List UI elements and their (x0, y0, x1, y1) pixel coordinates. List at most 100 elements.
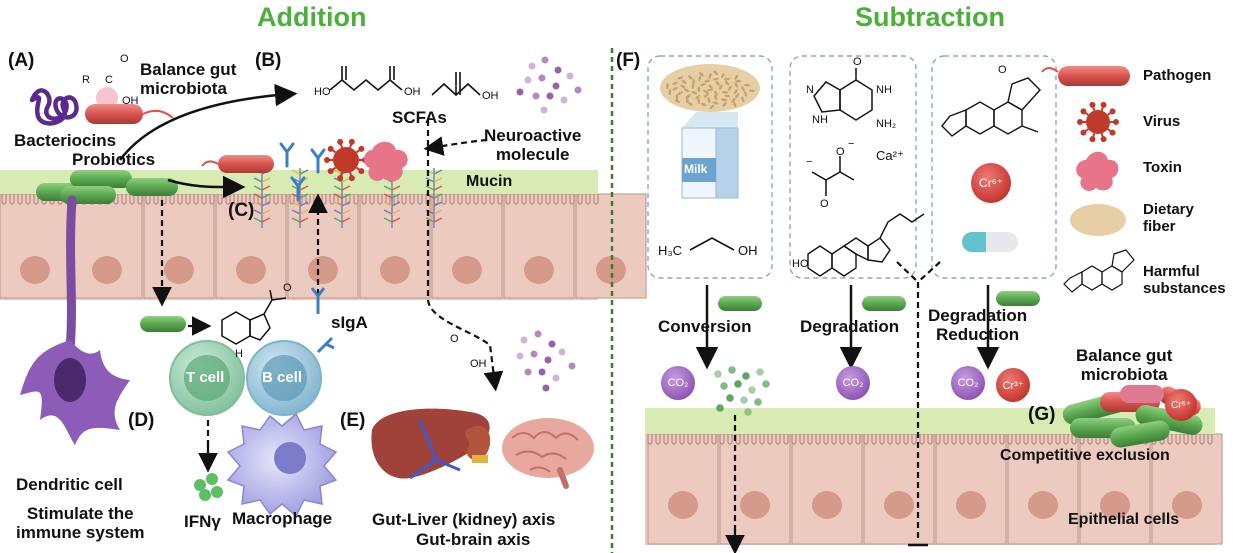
epithelial-cell-right (1079, 433, 1151, 545)
co2-label-1: CO₂ (667, 377, 689, 389)
cell-nucleus-right (884, 491, 914, 519)
milk-label: Milk (684, 162, 708, 176)
panel-label-b: (B) (255, 50, 282, 71)
legend-dietary-fiber-label: Dietary fiber (1143, 201, 1194, 235)
chem-h3c: H₃C (658, 243, 683, 258)
cell-nucleus (524, 256, 554, 284)
legend-pathogen-label: Pathogen (1143, 67, 1212, 84)
ifn-gamma-label: IFNγ (184, 512, 221, 531)
epithelium-right (645, 408, 1223, 545)
gut-liver-axis-label: Gut-Liver (kidney) axis (372, 510, 556, 529)
chem-o-2: O (450, 333, 459, 345)
legend-icons (1041, 66, 1135, 293)
cell-nucleus-right (668, 491, 698, 519)
cell-nucleus-right (1100, 491, 1130, 519)
chem-o-ox-2: O (820, 198, 829, 210)
balance-gut-microbiota-right-label: Balance gut microbiota (1076, 346, 1173, 385)
chem-oh-1: OH (404, 86, 421, 98)
panel-label-f: (F) (616, 50, 641, 71)
competitive-exclusion-cluster (1062, 385, 1203, 448)
epithelial-cell-right (647, 433, 719, 545)
panel-label-a: (A) (8, 50, 35, 71)
chem-oh-2: OH (482, 90, 499, 102)
cholesterol-molecule (807, 213, 925, 277)
virus-mucin-icon (324, 138, 368, 182)
conversion-label: Conversion (658, 317, 752, 336)
chem-calcium: Ca²⁺ (876, 148, 904, 163)
cell-nucleus-right (1172, 491, 1202, 519)
cell-nucleus (236, 256, 266, 284)
legend-toxin-icon (1076, 151, 1119, 191)
aflatoxin-molecule (941, 77, 1041, 137)
competitive-exclusion-label: Competitive exclusion (1000, 447, 1170, 464)
indole-molecule (221, 289, 287, 345)
scfa-molecules (329, 66, 481, 97)
legend-harmful-substances-label: Harmful substances (1143, 263, 1226, 297)
cell-nucleus (92, 256, 122, 284)
cell-nucleus (164, 256, 194, 284)
cell-nucleus-right (1028, 491, 1058, 519)
chem-oh-ethanol: OH (738, 243, 758, 258)
chem-o-indole: O (283, 282, 292, 294)
chem-o-guanine: O (853, 56, 862, 68)
cell-nucleus (596, 256, 626, 284)
legend-toxin-label: Toxin (1143, 159, 1182, 176)
degradation-label: Degradation (800, 317, 900, 336)
cell-nucleus (20, 256, 50, 284)
guanine-molecule (813, 68, 873, 121)
milk-carton-icon (681, 112, 739, 199)
neuroactive-dots-mid (516, 330, 576, 392)
degradation-reduction-label: Degradation Reduction (928, 306, 1028, 345)
legend-pathogen-icon (1058, 66, 1130, 86)
epithelial-cell-right (935, 433, 1007, 545)
pathogen-mucin-icon (218, 155, 274, 173)
cr3-label: Cr³⁺ (1002, 379, 1024, 392)
cell-nucleus (452, 256, 482, 284)
chem-ho-1: HO (314, 86, 331, 98)
heading-subtraction: Subtraction (855, 2, 1006, 32)
bacteriocin-icon (29, 88, 79, 126)
epithelial-cells-label: Epithelial cells (1068, 511, 1180, 528)
neuroactive-molecule-label: Neuroactive molecule (484, 126, 582, 165)
oxalate-molecule (811, 156, 855, 196)
chem-minus-1: − (806, 156, 813, 168)
probiotics-label: Probiotics (72, 150, 156, 169)
epithelial-cell-right (863, 433, 935, 545)
dendritic-cell-label: Dendritic cell (16, 475, 123, 494)
t-cell-label: T cell (186, 369, 225, 386)
conversion-product-dots (714, 366, 770, 416)
siga-antibodies (279, 142, 326, 202)
chem-nh: NH (876, 84, 892, 96)
legend-virus-label: Virus (1143, 113, 1181, 130)
epithelium-left (0, 170, 647, 300)
legend-harmful-substance-icon (1063, 249, 1135, 293)
panel-label-g: (G) (1028, 404, 1056, 425)
panel-label-e: (E) (340, 410, 366, 431)
cell-nucleus-right (812, 491, 842, 519)
heading-addition: Addition (257, 2, 367, 32)
chem-nh-2: NH (812, 114, 828, 126)
probiotic-metabolite-icon (140, 316, 186, 332)
legend-virus-icon (1077, 101, 1119, 143)
bacteriocins-label: Bacteriocins (14, 131, 117, 150)
gut-brain-axis-label: Gut-brain axis (416, 530, 531, 549)
co2-label-2: CO₂ (842, 377, 864, 389)
toxin-mucin-icon (364, 141, 408, 182)
chem-r: R (82, 74, 90, 86)
neuroactive-dots-top (516, 56, 582, 114)
chem-oh-3: OH (470, 358, 487, 370)
cell-nucleus-right (956, 491, 986, 519)
b-cell-label: B cell (262, 369, 303, 386)
co2-label-3: CO₂ (957, 377, 979, 389)
legend-dietary-fiber-icon (1070, 204, 1126, 236)
epithelial-cell-right (791, 433, 863, 545)
balance-gut-microbiota-label: Balance gut microbiota (140, 60, 237, 99)
chem-o-afla: O (998, 64, 1007, 76)
dendritic-cell-icon (20, 195, 130, 445)
chem-o: O (120, 53, 129, 65)
stimulate-immune-label: Stimulate the immune system (16, 504, 145, 543)
cell-nucleus (380, 256, 410, 284)
chem-o-ox-1: O (836, 146, 845, 158)
